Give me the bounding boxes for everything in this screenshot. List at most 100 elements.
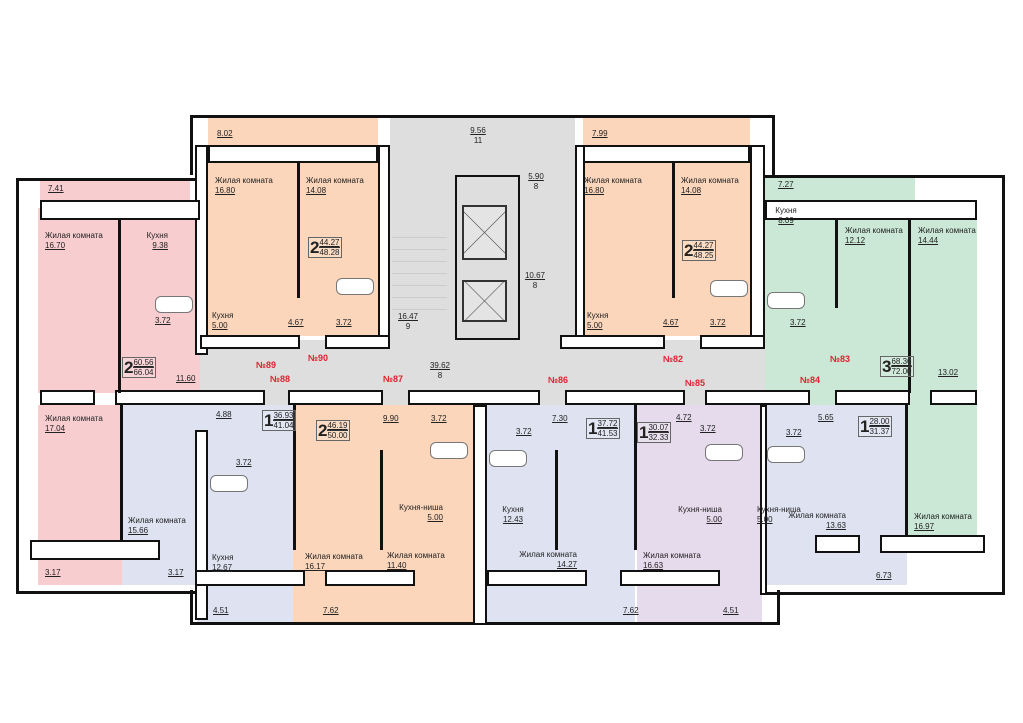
room-area: 3.72	[786, 428, 802, 437]
room-area: 3.72	[155, 316, 171, 325]
outer-wall	[16, 178, 196, 594]
room-area: 3.72	[431, 414, 447, 423]
room-label: 4.51	[213, 606, 229, 616]
room-area: 16.97	[914, 522, 935, 531]
bathtub-icon	[155, 296, 193, 313]
room-name: Жилая комната	[45, 414, 103, 423]
room-area: 11.40	[387, 561, 407, 570]
room-area: 7.99	[592, 129, 608, 138]
room-area: 16.47	[397, 312, 419, 321]
room-area: 3.72	[700, 424, 716, 433]
room-count: 2	[318, 420, 328, 440]
room-name: Кухня	[146, 231, 168, 240]
wall	[620, 570, 720, 586]
room-label: 3.72	[710, 318, 726, 328]
wall	[750, 145, 765, 340]
room-area: 39.62	[429, 361, 451, 370]
room-area: 14.27	[556, 560, 577, 569]
lavender-fill	[487, 405, 635, 623]
room-area: 5.00	[706, 515, 722, 524]
wall	[905, 405, 908, 540]
stairs-icon	[392, 230, 447, 310]
wall	[765, 200, 977, 220]
room-label: 5.65	[818, 413, 834, 423]
room-label: 7.30	[552, 414, 568, 424]
room-count: 1	[588, 418, 598, 438]
room-count: 2	[124, 357, 134, 377]
wall	[700, 335, 765, 349]
living-area: 46.19	[327, 421, 348, 431]
room-name: Кухня	[212, 311, 234, 320]
room-name: Жилая комната	[215, 176, 273, 185]
room-label: 3.72	[431, 414, 447, 424]
room-area: 3.72	[710, 318, 726, 327]
peach-fill	[293, 405, 473, 623]
apartment-number: №86	[548, 375, 569, 385]
room-label: 3.72	[700, 424, 716, 434]
room-name: Кухня	[502, 505, 524, 514]
wall	[760, 405, 767, 595]
lavender-fill	[197, 405, 293, 623]
wall	[380, 450, 383, 550]
total-area: 48.28	[319, 248, 340, 257]
apartment-number: №87	[383, 374, 404, 384]
wall	[325, 570, 415, 586]
wall	[560, 335, 665, 349]
room-sub: 8	[437, 371, 443, 380]
room-area: 10.67	[524, 271, 546, 280]
room-area: 5.65	[818, 413, 834, 422]
room-area: 16.70	[45, 241, 66, 250]
lavender-fill	[765, 405, 907, 585]
room-area: 9.38	[152, 241, 168, 250]
room-label: 3.17	[45, 568, 61, 578]
room-sub: 8	[532, 281, 538, 290]
room-area: 8.09	[778, 216, 794, 225]
room-area: 3.72	[790, 318, 806, 327]
top-wall	[190, 115, 775, 118]
room-name: Жилая комната	[918, 226, 976, 235]
total-area: 41.53	[597, 429, 618, 438]
room-area: 4.88	[216, 410, 232, 419]
room-area: 7.27	[778, 180, 794, 189]
room-label: 3.17	[168, 568, 184, 578]
room-name: Жилая комната	[584, 176, 642, 185]
room-label: 3.72	[236, 458, 252, 468]
room-area: 13.63	[825, 521, 846, 530]
room-area: 13.02	[938, 368, 959, 377]
room-name: Жилая комната	[519, 550, 577, 559]
wall	[565, 390, 685, 405]
room-area: 5.00	[757, 515, 773, 524]
wall	[880, 535, 985, 553]
room-label: 3.72	[790, 318, 806, 328]
room-area: 12.67	[212, 563, 233, 572]
room-area: 3.72	[236, 458, 252, 467]
room-area: 3.72	[336, 318, 352, 327]
room-area: 7.30	[552, 414, 568, 423]
green-apartment-fill	[905, 400, 977, 540]
total-area: 72.00	[891, 367, 912, 376]
room-count: 2	[684, 240, 694, 260]
room-label: 13.02	[938, 368, 958, 378]
wall	[195, 570, 305, 586]
wall	[815, 535, 860, 553]
wall	[408, 390, 540, 405]
room-name: Жилая комната	[914, 512, 972, 521]
wall	[930, 390, 977, 405]
